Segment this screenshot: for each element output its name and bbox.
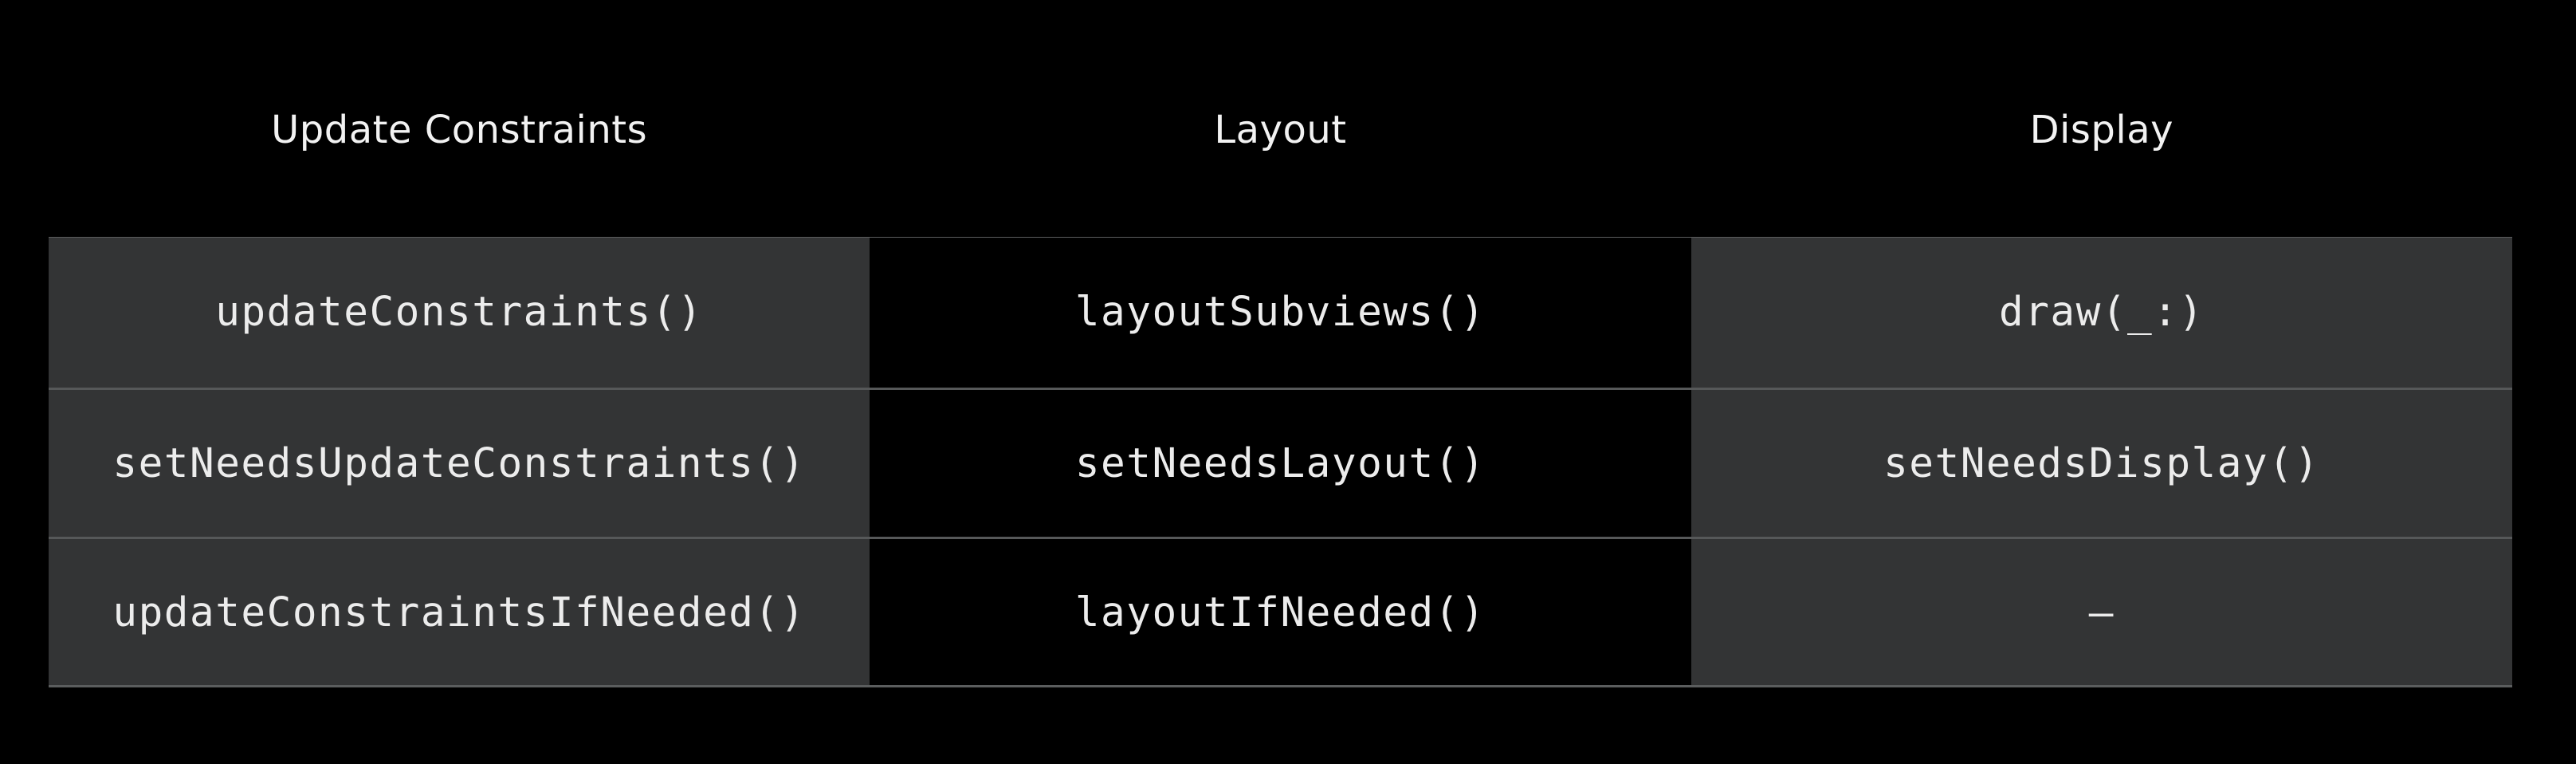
header-display: Display — [2029, 108, 2174, 152]
column-headers: Update Constraints Layout Display — [49, 86, 2512, 174]
header-update-constraints: Update Constraints — [271, 108, 648, 152]
table-cell-layout: layoutIfNeeded() — [870, 537, 1691, 687]
header-layout: Layout — [1214, 108, 1347, 152]
table-bottom-divider — [49, 685, 2512, 687]
table-row: updateConstraints() layoutSubviews() dra… — [49, 238, 2512, 388]
table-cell-layout: layoutSubviews() — [870, 238, 1691, 388]
table-cell-update-constraints: updateConstraintsIfNeeded() — [49, 537, 870, 687]
table-row: updateConstraintsIfNeeded() layoutIfNeed… — [49, 537, 2512, 687]
table-row: setNeedsUpdateConstraints() setNeedsLayo… — [49, 387, 2512, 538]
methods-table: updateConstraints() layoutSubviews() dra… — [49, 238, 2512, 687]
table-cell-display: setNeedsDisplay() — [1690, 387, 2512, 538]
table-cell-update-constraints: updateConstraints() — [49, 238, 870, 388]
table-cell-layout: setNeedsLayout() — [870, 387, 1691, 538]
table-cell-display: draw(_:) — [1690, 238, 2512, 388]
table-cell-update-constraints: setNeedsUpdateConstraints() — [49, 387, 870, 538]
table-cell-display: – — [1690, 537, 2512, 687]
